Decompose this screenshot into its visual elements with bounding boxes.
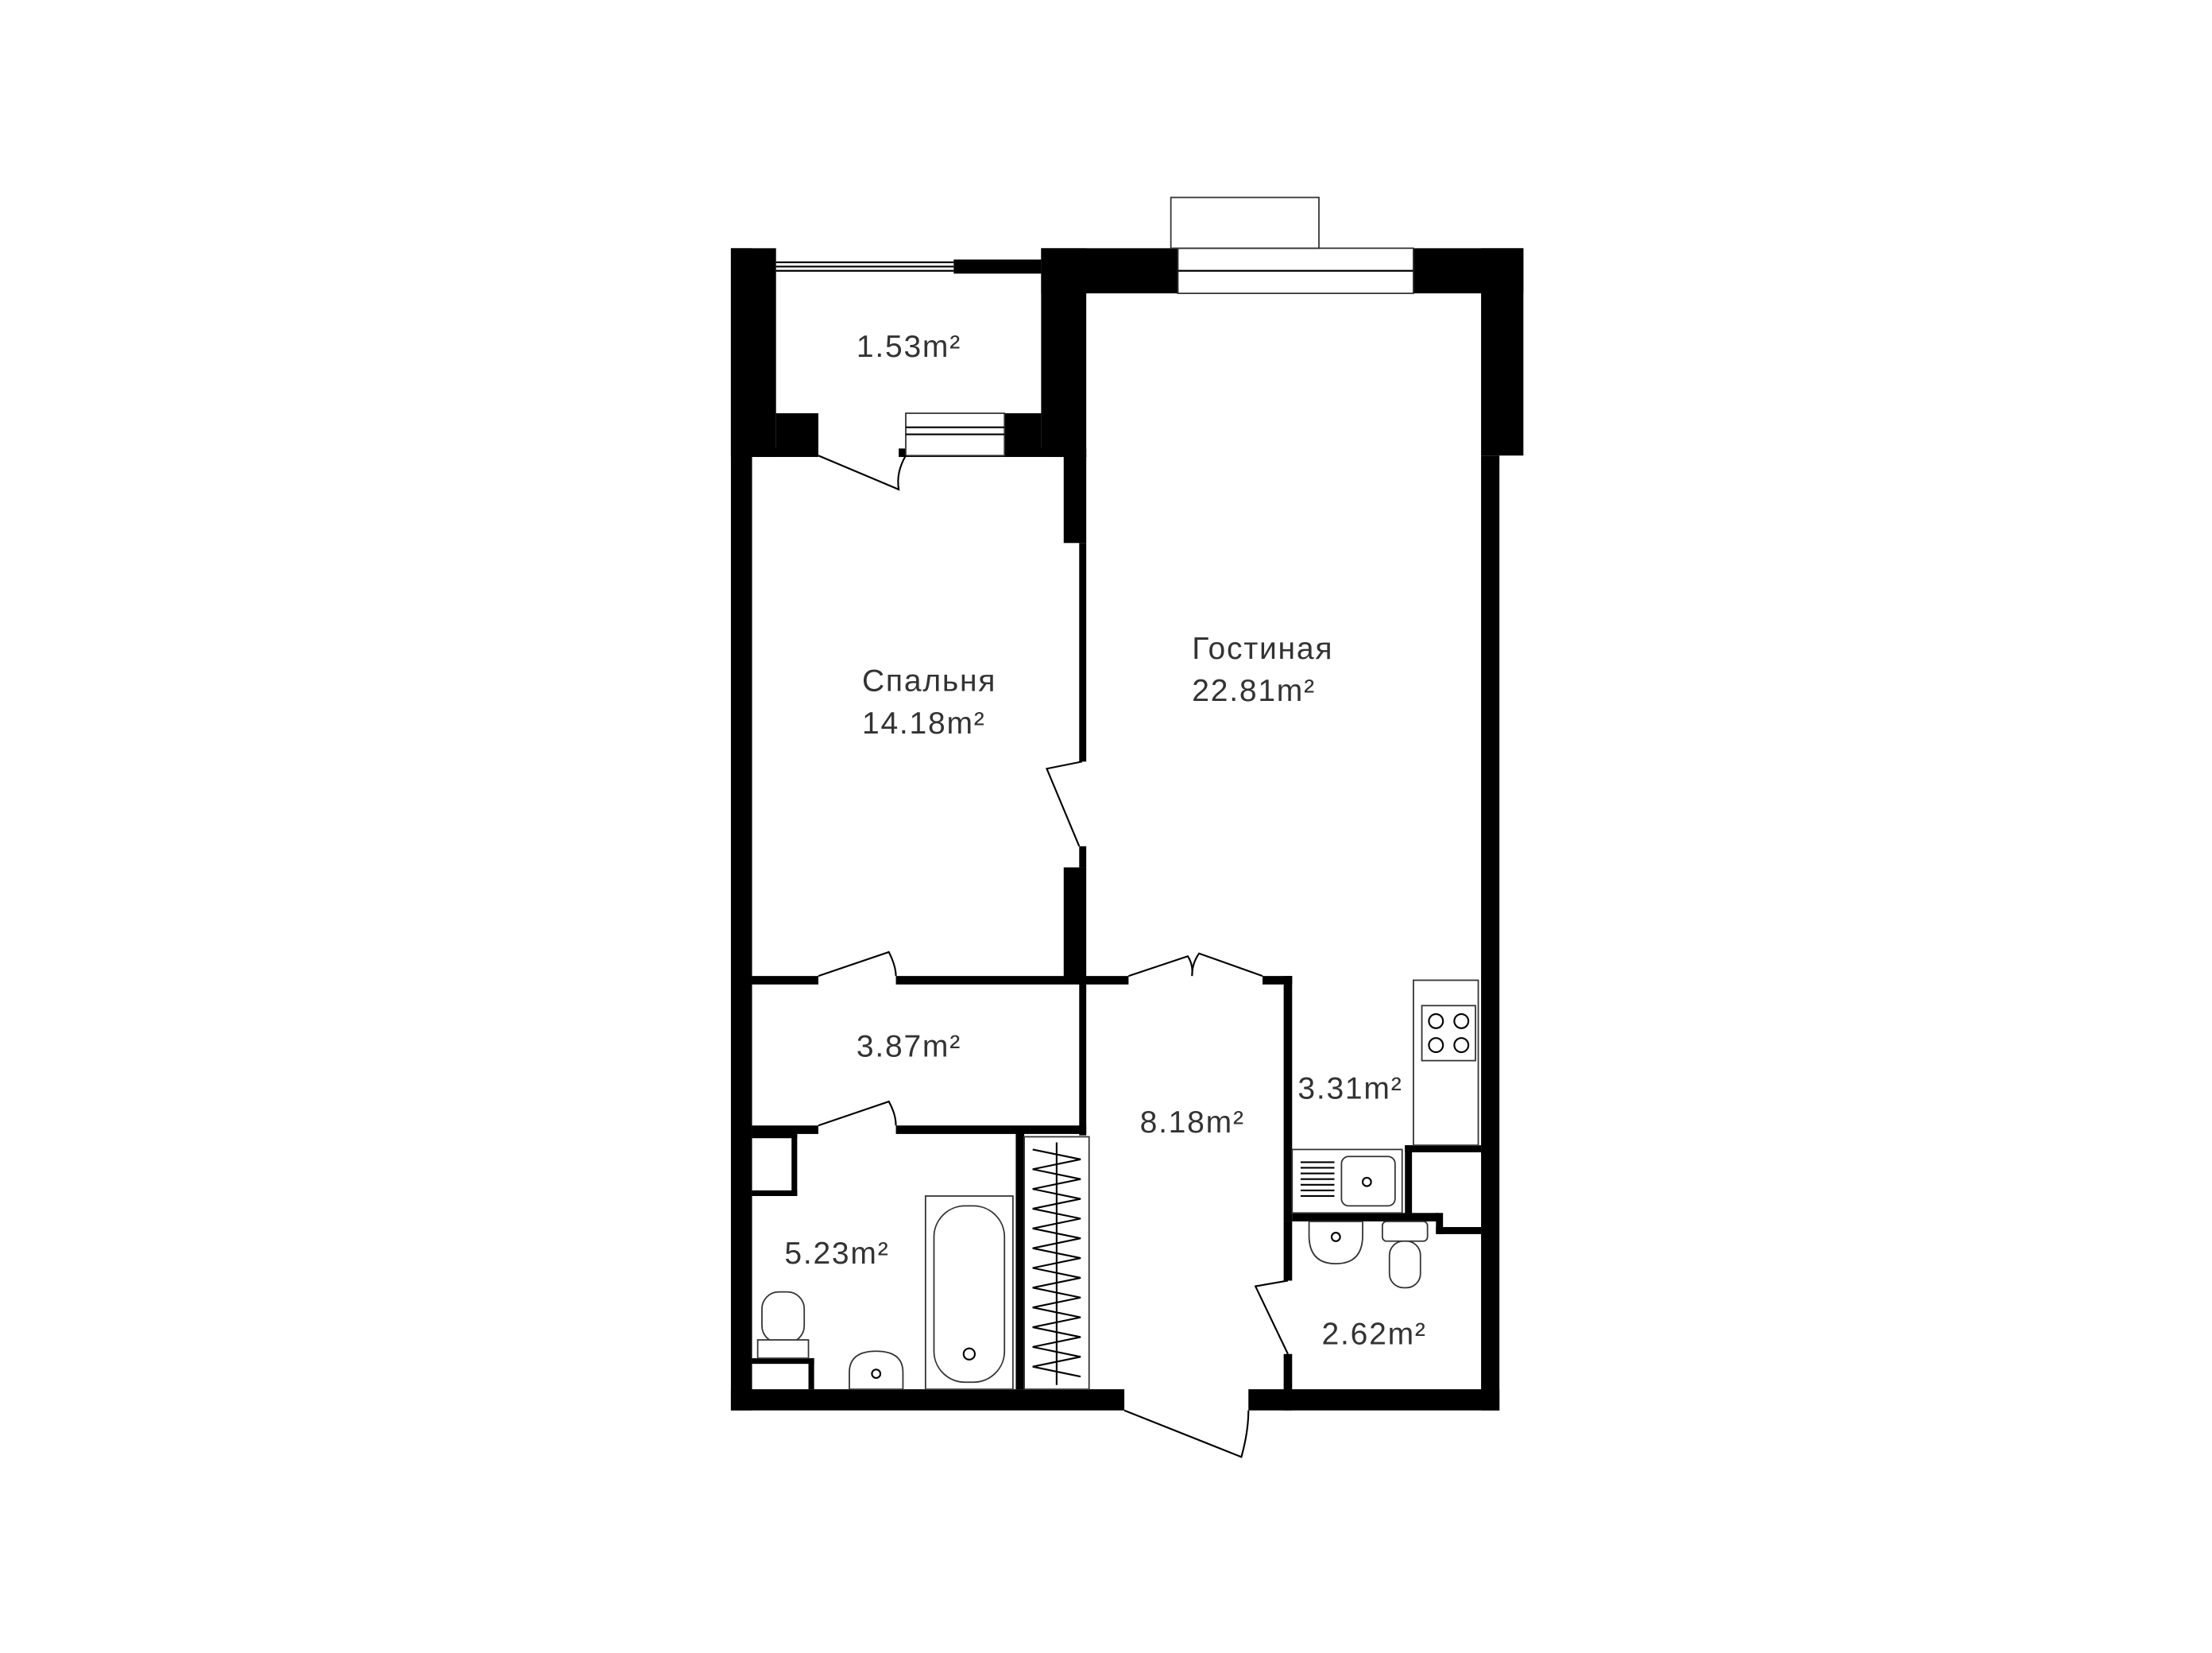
fixtures (756, 979, 1479, 1391)
door-bedroom (818, 950, 897, 977)
door-entrance (1123, 1409, 1250, 1458)
stove-icon (1421, 1005, 1476, 1062)
washbasin-icon (1308, 1221, 1363, 1265)
room-name-living: Гостиная (1192, 632, 1333, 666)
room-area-wc: 2.62m² (1322, 1317, 1427, 1351)
kitchen-counter (1413, 979, 1479, 1146)
room-area-bedroom: 14.18m² (862, 706, 986, 741)
room-area-living: 22.81m² (1192, 674, 1316, 708)
balcony-door-frame (905, 412, 1006, 457)
door-bedroom-living (1045, 761, 1083, 847)
bathtub-icon (924, 1195, 1014, 1391)
door-balcony (818, 455, 907, 491)
kitchen-sink (1291, 1148, 1403, 1214)
sink-icon (1340, 1156, 1396, 1207)
room-area-kitchen: 3.31m² (1297, 1072, 1402, 1106)
room-area-bathroom: 5.23m² (784, 1237, 889, 1271)
door-wc (1254, 1279, 1289, 1355)
wc-fixtures (1308, 1221, 1429, 1289)
bathroom-toilet-icon (756, 1291, 810, 1359)
room-name-bedroom: Спальня (862, 664, 996, 699)
room-area-hall: 3.87m² (857, 1029, 961, 1063)
room-area-corridor: 8.18m² (1140, 1105, 1245, 1140)
doors (818, 455, 1289, 1458)
windows (775, 196, 1414, 457)
window-balcony (775, 261, 954, 272)
door-living-double (1128, 952, 1263, 977)
toilet-icon (1381, 1221, 1429, 1242)
room-labels: 1.53m² Спальня 14.18m² Гостиная 22.81m² … (784, 330, 1427, 1351)
walls (730, 248, 1524, 1411)
wardrobe-icon (1023, 1136, 1090, 1391)
window-living (1170, 196, 1414, 295)
bathroom-sink-icon (849, 1350, 904, 1391)
room-area-balcony: 1.53m² (857, 330, 961, 364)
door-bathroom (818, 1100, 897, 1127)
